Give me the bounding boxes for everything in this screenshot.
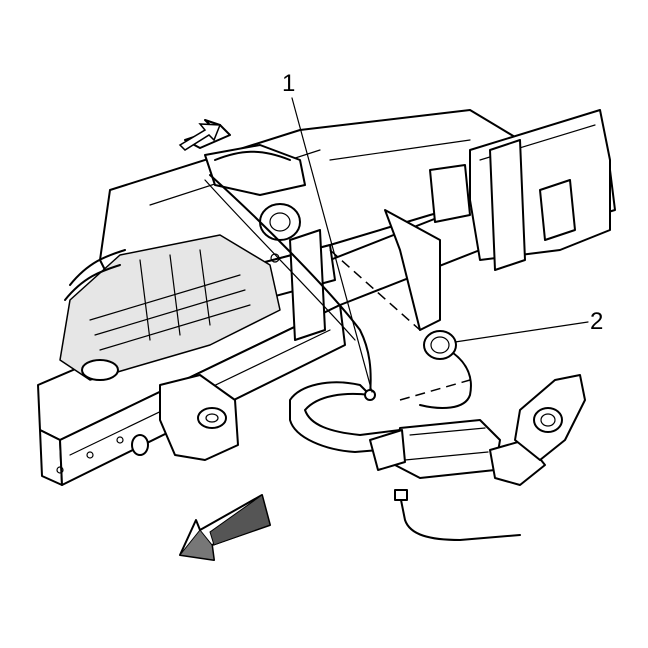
exhaust-hanger-insulator [423, 330, 457, 360]
sensor-wiring [204, 174, 521, 541]
fuel-tank [59, 234, 281, 381]
front-direction-arrow-icon [179, 494, 271, 561]
frame-brackets [289, 164, 471, 341]
callout-label-1: 1 [282, 70, 296, 97]
callout-1-leader [291, 97, 373, 393]
small-direction-arrow-icon [178, 123, 222, 151]
exhaust-pipe [289, 374, 586, 486]
callout-label-2: 2 [590, 308, 604, 335]
centerlines [329, 249, 471, 401]
front-mount-bracket [131, 374, 239, 461]
callout-2-leader [454, 321, 589, 343]
right-frame-rail [469, 109, 611, 271]
